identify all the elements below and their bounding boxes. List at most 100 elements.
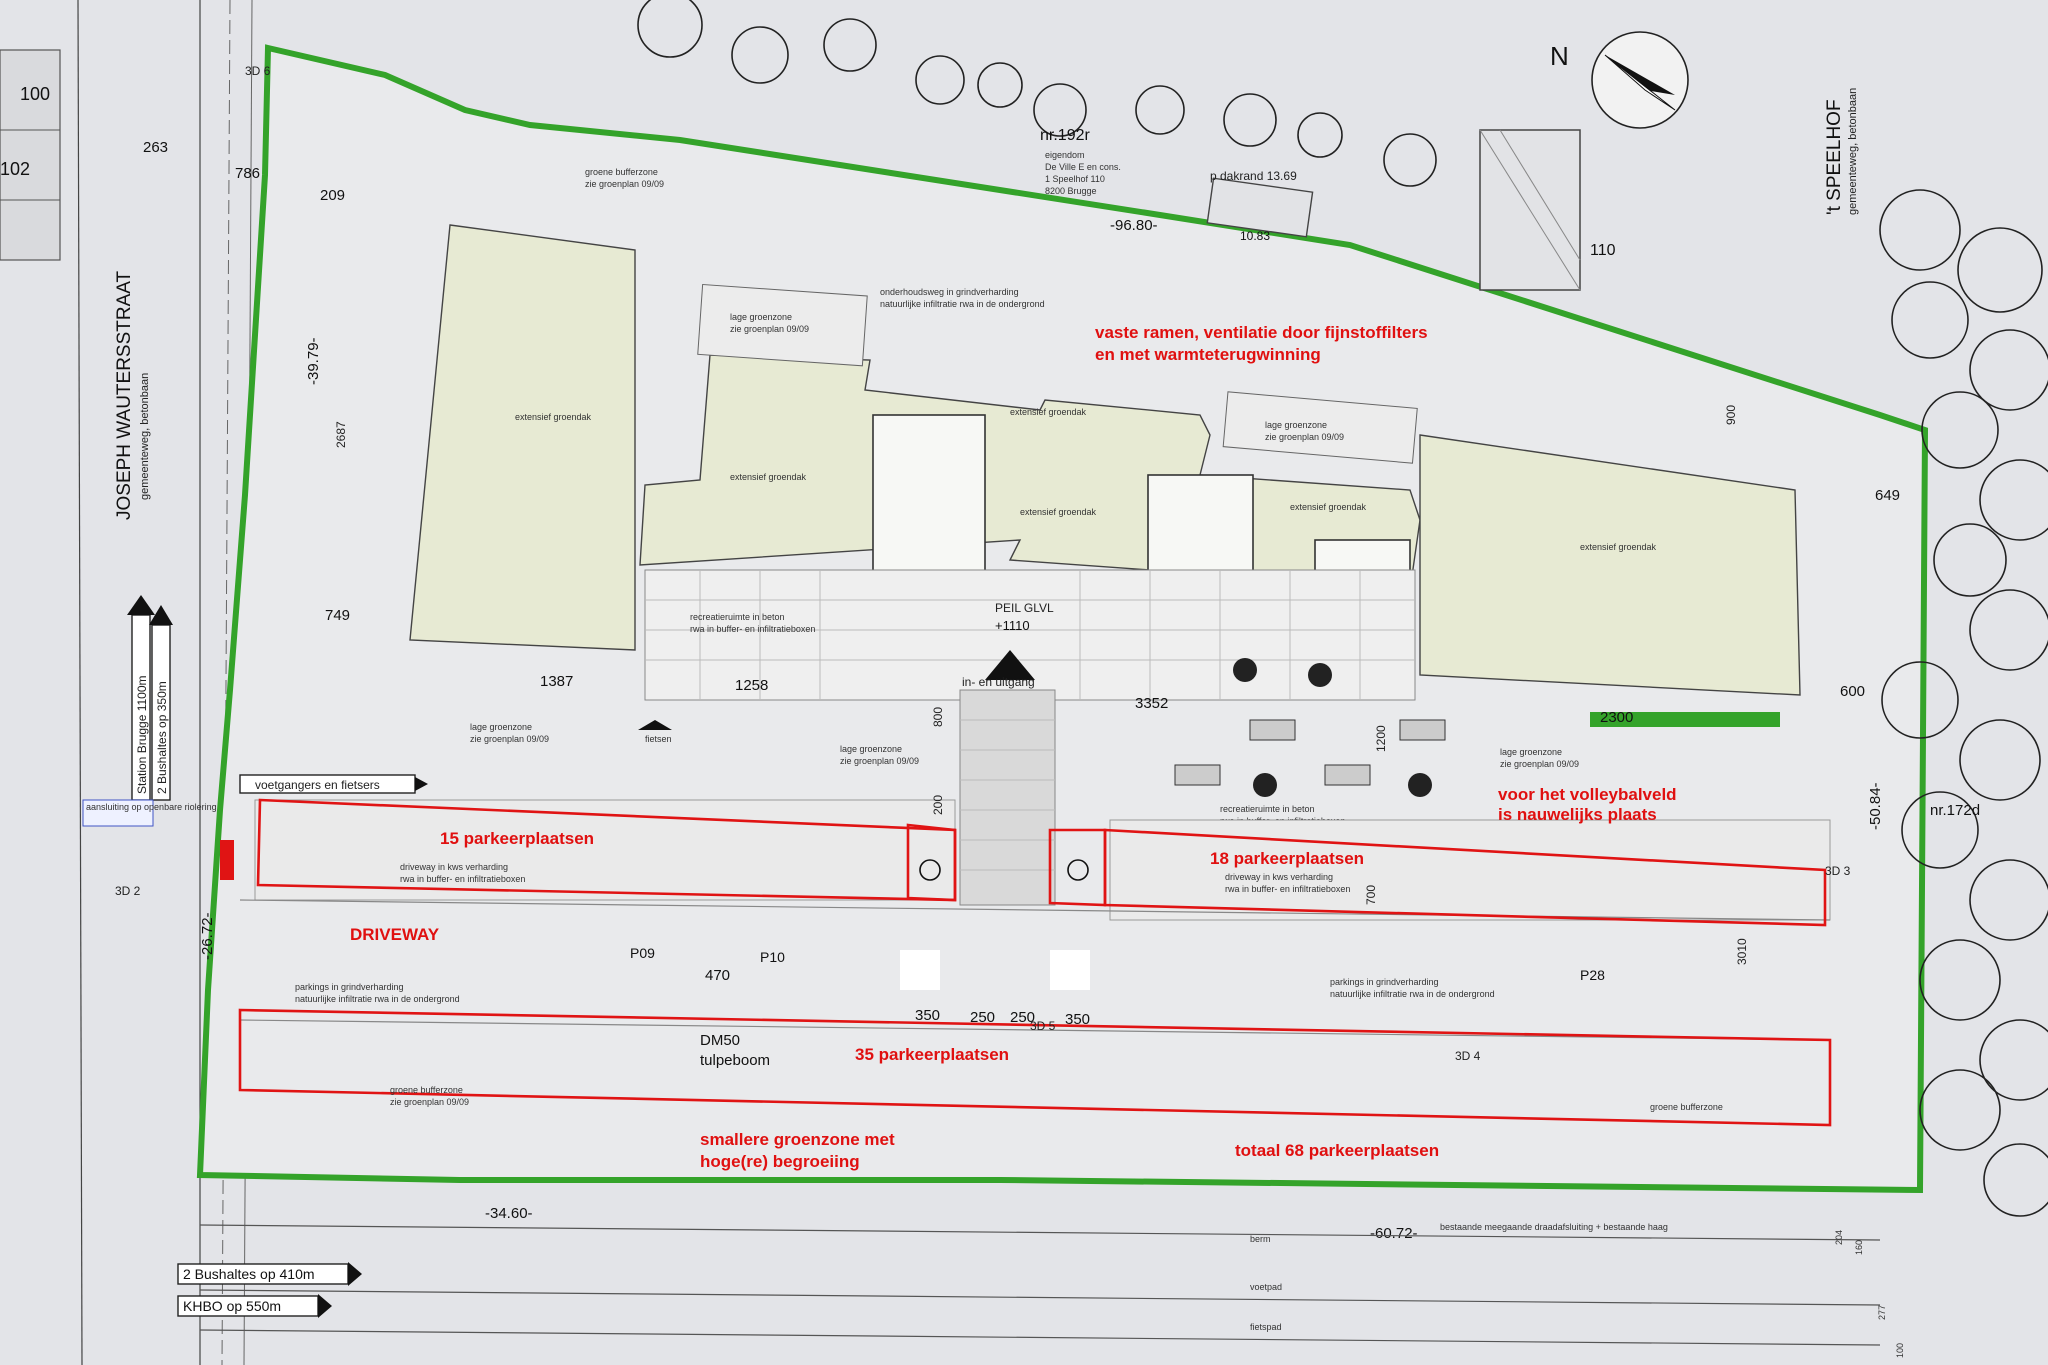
low-green-4-ref: zie groenplan 09/09 (840, 756, 919, 766)
neighbour-line4: 8200 Brugge (1045, 186, 1097, 196)
bikes-label: fietsen (645, 734, 672, 744)
dim-3352: 3352 (1135, 695, 1168, 712)
parcel-102: 102 (0, 159, 30, 179)
dim-1200-group: 1200 (1374, 725, 1388, 752)
low-green-5: lage groenzone (1500, 747, 1562, 757)
dim-1200: 1200 (1374, 725, 1388, 752)
parking-35-box (238, 1008, 1832, 1127)
driveway-surface-3: driveway in kws verharding (1225, 872, 1333, 882)
parking-gravel-1: parkings in grindverharding (295, 982, 404, 992)
dim-right: -50.84- (1867, 782, 1884, 830)
existing-trees-north (637, 0, 1437, 187)
parking-p28: P28 (1580, 967, 1605, 983)
dim-470: 470 (705, 967, 730, 984)
bus350-sign: 2 Bushaltes op 350m (155, 681, 169, 794)
dim-263: 263 (143, 139, 168, 156)
maintenance-road-1: onderhoudsweg in grindverharding (880, 287, 1019, 297)
dim-2300: 2300 (1600, 709, 1633, 726)
dim-700-group: 700 (1364, 885, 1378, 905)
tree-species: tulpeboom (700, 1052, 770, 1069)
dim-277: 277 (1877, 1305, 1887, 1320)
volleyball-note-2: is nauwelijks plaats (1498, 805, 1657, 824)
roof-east (1419, 434, 1801, 696)
low-green-3-ref: zie groenplan 09/09 (470, 734, 549, 744)
level-label: PEIL GLVL (995, 601, 1054, 615)
bus-signs-south: 2 Bushaltes op 410m KHBO op 550m (177, 1262, 362, 1318)
roof-edge-level: p dakrand 13.69 (1210, 169, 1297, 183)
dim-160: 160 (1854, 1240, 1864, 1255)
dim-900: 900 (1724, 405, 1738, 425)
dim-786: 786 (235, 165, 260, 182)
pedestrian-label: voetgangers en fietsers (255, 778, 380, 792)
dim-bottom-right: -60.72- (1370, 1225, 1418, 1242)
roof-west (409, 224, 636, 651)
south-street: berm voetpad fietspad bestaande meegaand… (199, 1222, 1881, 1346)
maintenance-road-2: natuurlijke infiltratie rwa in de onderg… (880, 299, 1045, 309)
dim-3010: 3010 (1735, 938, 1749, 965)
station-sign: Station Brugge 1100m (135, 675, 149, 794)
low-green-1: lage groenzone (730, 312, 792, 322)
roof-level-1083: 10.83 (1240, 229, 1270, 243)
sewer-connection-1: aansluiting op openbare riolering (86, 802, 217, 812)
low-green-2-ref: zie groenplan 09/09 (1265, 432, 1344, 442)
north-arrow: N (1550, 31, 1689, 129)
berm-label: berm (1250, 1234, 1271, 1244)
dim-600: 600 (1840, 683, 1865, 700)
driveway-surface-2: rwa in buffer- en infiltratieboxen (400, 874, 525, 884)
total-parking-note: totaal 68 parkeerplaatsen (1235, 1141, 1439, 1160)
roof-label-d: extensief groendak (1290, 502, 1367, 512)
parking-gravel-4: natuurlijke infiltratie rwa in de onderg… (1330, 989, 1495, 999)
north-label: N (1550, 41, 1569, 71)
parcel-172: nr.172d (1930, 802, 1980, 819)
dim-200: 200 (931, 795, 945, 815)
parking-gravel-3: parkings in grindverharding (1330, 977, 1439, 987)
bus-signs-west: Station Brugge 1100m 2 Bushaltes op 350m (127, 595, 173, 801)
ventilation-note-2: en met warmteterugwinning (1095, 345, 1321, 364)
green-buffer-top-ref: zie groenplan 09/09 (585, 179, 664, 189)
east-street: 't SPEELHOF gemeenteweg, betonbaan (1824, 88, 1859, 215)
bikes-marker (638, 720, 672, 730)
neighbour-line2: De Ville E en cons. (1045, 162, 1121, 172)
entrance-path (959, 689, 1056, 906)
marker-3d5: 3D 5 (1030, 1019, 1056, 1033)
dim-2687: 2687 (334, 421, 348, 448)
low-green-4: lage groenzone (840, 744, 902, 754)
dim-left-upper: -39.79- (305, 337, 322, 385)
parking-35-label: 35 parkeerplaatsen (855, 1045, 1009, 1064)
parcel-100: 100 (20, 84, 50, 104)
dim-350b: 350 (1065, 1011, 1090, 1028)
dim-200-group: 200 (931, 795, 945, 815)
entrance-label: in- en uitgang (962, 675, 1035, 689)
parking-overlays (220, 798, 1832, 1127)
roof-label-b: extensief groendak (1010, 407, 1087, 417)
dim-800-group: 800 (931, 707, 945, 727)
bus410-sign: 2 Bushaltes op 410m (183, 1266, 315, 1282)
low-green-zones: lage groenzone zie groenplan 09/09 lage … (697, 283, 1418, 464)
dim-bottom-left: -34.60- (485, 1205, 533, 1222)
dim-749: 749 (325, 607, 350, 624)
ventilation-note-1: vaste ramen, ventilatie door fijnstoffil… (1095, 323, 1428, 342)
greenzone-note-1: smallere groenzone met (700, 1130, 895, 1149)
dim-100: 100 (1895, 1343, 1905, 1358)
dim-649: 649 (1875, 487, 1900, 504)
green-buffer-top: groene bufferzone (585, 167, 658, 177)
driveway-label: DRIVEWAY (350, 925, 440, 944)
existing-trees-east (1879, 189, 2048, 1217)
recreation-1: recreatieruimte in beton (690, 612, 785, 622)
street-west-subtitle: gemeenteweg, betonbaan (139, 373, 151, 500)
neighbour-number: nr.192r (1040, 127, 1090, 144)
dim-250b: 250 (1010, 1009, 1035, 1026)
parking-15-label: 15 parkeerplaatsen (440, 829, 594, 848)
dim-right-group: -50.84- (1867, 782, 1884, 830)
street-east-subtitle: gemeenteweg, betonbaan (1847, 88, 1859, 215)
green-buffer-bottom: groene bufferzone (390, 1085, 463, 1095)
parcel-110: 110 (1590, 242, 1616, 259)
dim-top: -96.80- (1110, 217, 1158, 234)
low-green-3: lage groenzone (470, 722, 532, 732)
neighbour-building: 110 p dakrand 13.69 10.83 (1206, 129, 1616, 291)
low-green-2: lage groenzone (1265, 420, 1327, 430)
dim-2687-group: 2687 (334, 421, 348, 448)
parking-p09: P09 (630, 945, 655, 961)
dim-900-group: 900 (1724, 405, 1738, 425)
